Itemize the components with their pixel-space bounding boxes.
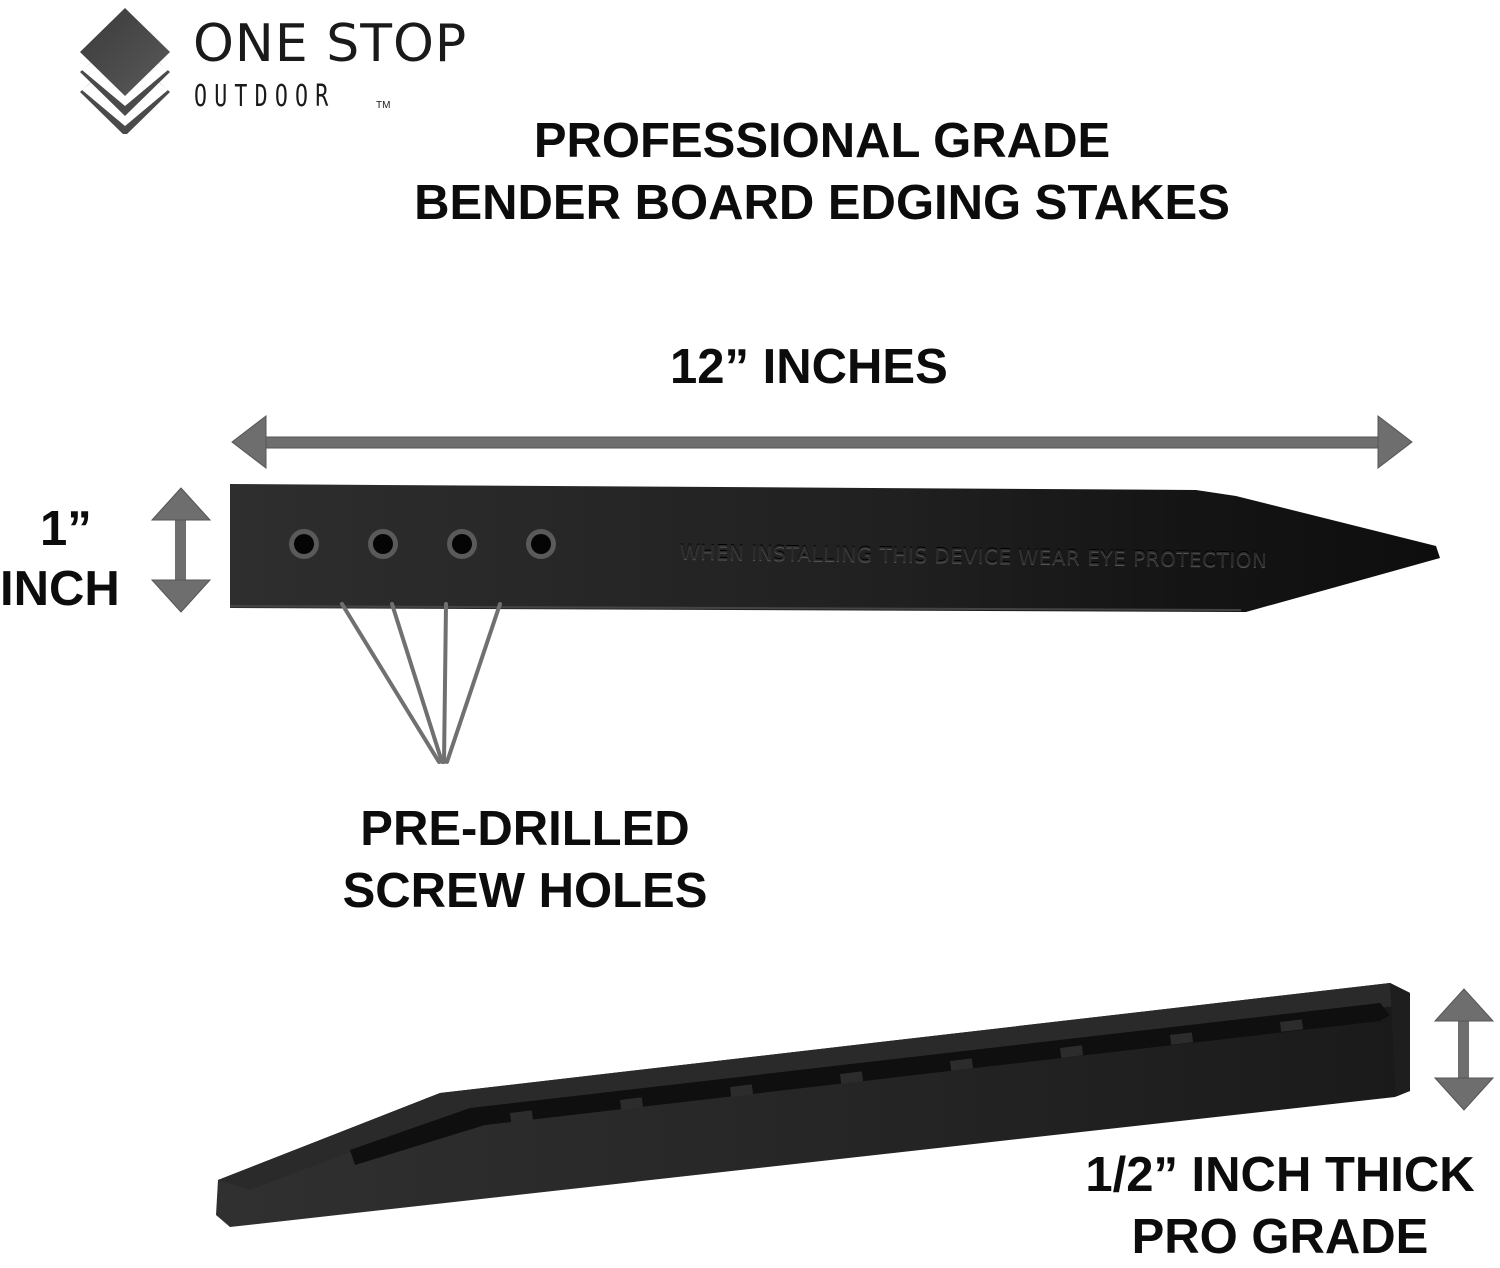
length-double-arrow-icon bbox=[231, 414, 1413, 470]
callout-line-2: SCREW HOLES bbox=[342, 864, 708, 918]
width-label-line1: 1” bbox=[40, 502, 92, 556]
screw-hole-pointer-lines bbox=[340, 602, 502, 764]
thickness-callout: 1/2” INCH THICK PRO GRADE bbox=[1055, 1144, 1500, 1268]
stacked-diamonds-logo-icon bbox=[80, 8, 170, 134]
brand-name-line1: ONE STOP bbox=[193, 14, 468, 74]
page-title: PROFESSIONAL GRADE BENDER BOARD EDGING S… bbox=[0, 110, 1500, 234]
screw-holes-callout: PRE-DRILLED SCREW HOLES bbox=[300, 798, 750, 922]
screw-holes bbox=[289, 529, 556, 559]
width-double-arrow-icon bbox=[150, 487, 212, 613]
width-label-line2: INCH bbox=[0, 562, 120, 616]
brand-name-line2: OUTDOOR bbox=[194, 79, 336, 114]
trademark-symbol: TM bbox=[376, 100, 391, 111]
title-line-1: PROFESSIONAL GRADE bbox=[533, 114, 1111, 168]
thickness-line-1: 1/2” INCH THICK bbox=[1085, 1148, 1475, 1202]
brand-logo: ONE STOP OUTDOOR TM bbox=[78, 4, 498, 134]
thickness-double-arrow-icon bbox=[1433, 988, 1495, 1111]
length-label: 12” INCHES bbox=[670, 340, 948, 394]
callout-line-1: PRE-DRILLED bbox=[360, 802, 690, 856]
title-line-2: BENDER BOARD EDGING STAKES bbox=[414, 176, 1230, 230]
stake-side-view bbox=[229, 484, 1440, 612]
thickness-line-2: PRO GRADE bbox=[1131, 1210, 1429, 1264]
stake-angled-view bbox=[216, 983, 1410, 1227]
